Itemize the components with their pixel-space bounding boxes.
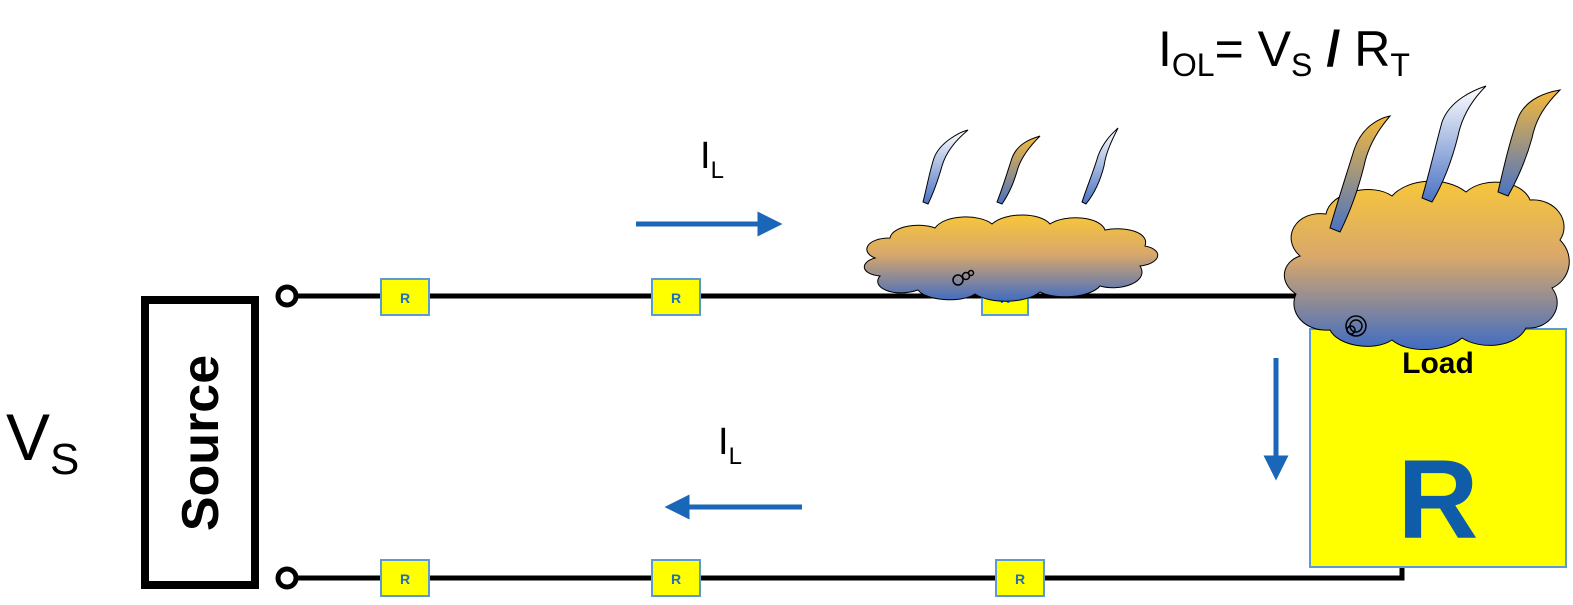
load-value: R [1398,437,1479,562]
vs-sub: S [50,435,79,484]
smoke-wisps-large-icon [1329,85,1562,233]
current-top-sub: L [711,157,724,184]
resistor-bottom-2: R [651,559,701,597]
formula-text: IOL= VS /RT [1158,21,1410,83]
smoke-wisps-small-icon [922,127,1119,205]
vs-v: V [6,400,50,474]
resistor-bottom-1: R [380,559,430,597]
smoke-cloud-large-icon [1284,180,1570,351]
formula-sub-t: T [1390,47,1410,83]
source-voltage: VS [6,400,79,484]
resistor-label: R [400,571,410,587]
resistor-label: R [671,290,681,306]
load-title: Load [1402,347,1474,380]
current-bottom-i: I [718,421,729,463]
resistor-top-2: R [651,278,701,316]
formula-slash: / [1326,21,1340,77]
resistor-bottom-3: R [995,559,1045,597]
formula-sub-ol: OL [1172,47,1215,83]
source-box [141,296,259,589]
formula-i: I [1158,21,1172,77]
load-box [1309,328,1567,568]
current-top-i: I [700,135,711,177]
formula-sub-s: S [1291,47,1312,83]
resistor-label: R [400,290,410,306]
formula-eq-v: = V [1215,21,1292,77]
resistor-label: R [1015,571,1025,587]
smoke-cloud-small-icon [863,214,1158,302]
resistor-top-1: R [380,278,430,316]
terminal-top [275,284,299,308]
current-label-bottom: IL [718,421,742,470]
resistor-label: R [671,571,681,587]
bottom-wire [296,566,1405,581]
formula-r: R [1354,21,1390,77]
terminal-bottom [275,566,299,590]
current-bottom-sub: L [729,443,742,470]
source-label: Source [172,355,230,531]
current-label-top: IL [700,135,724,184]
